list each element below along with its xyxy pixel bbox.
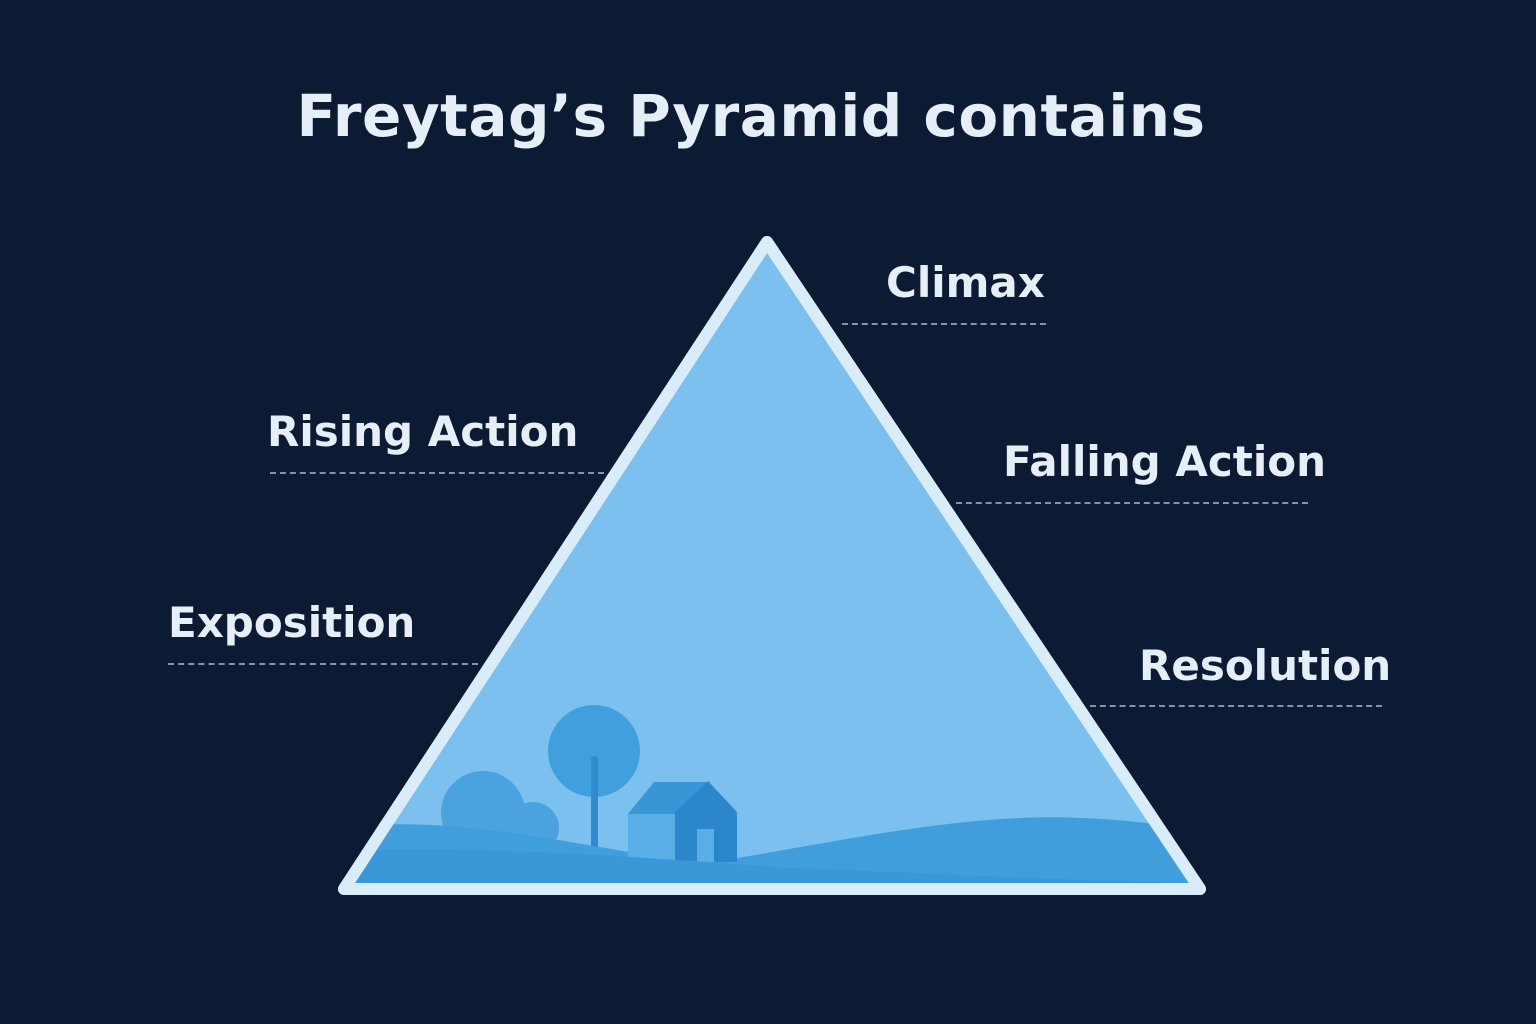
stage-label-exposition: Exposition — [168, 598, 416, 647]
landscape-illustration — [352, 705, 1193, 884]
rising-action-leader-line — [270, 472, 604, 474]
stage-label-resolution: Resolution — [1139, 641, 1392, 690]
stage-label-rising-action: Rising Action — [267, 407, 579, 456]
exposition-leader-line — [168, 663, 478, 665]
stage-label-falling-action: Falling Action — [1003, 437, 1326, 486]
falling-action-leader-line — [956, 502, 1308, 504]
house-icon — [628, 781, 737, 862]
stage-label-climax: Climax — [886, 258, 1045, 307]
tree-icon — [548, 705, 640, 797]
climax-leader-line — [842, 323, 1046, 325]
page-title: Freytag’s Pyramid contains — [296, 82, 1206, 150]
resolution-leader-line — [1090, 705, 1382, 707]
ground-shape — [352, 849, 1193, 884]
